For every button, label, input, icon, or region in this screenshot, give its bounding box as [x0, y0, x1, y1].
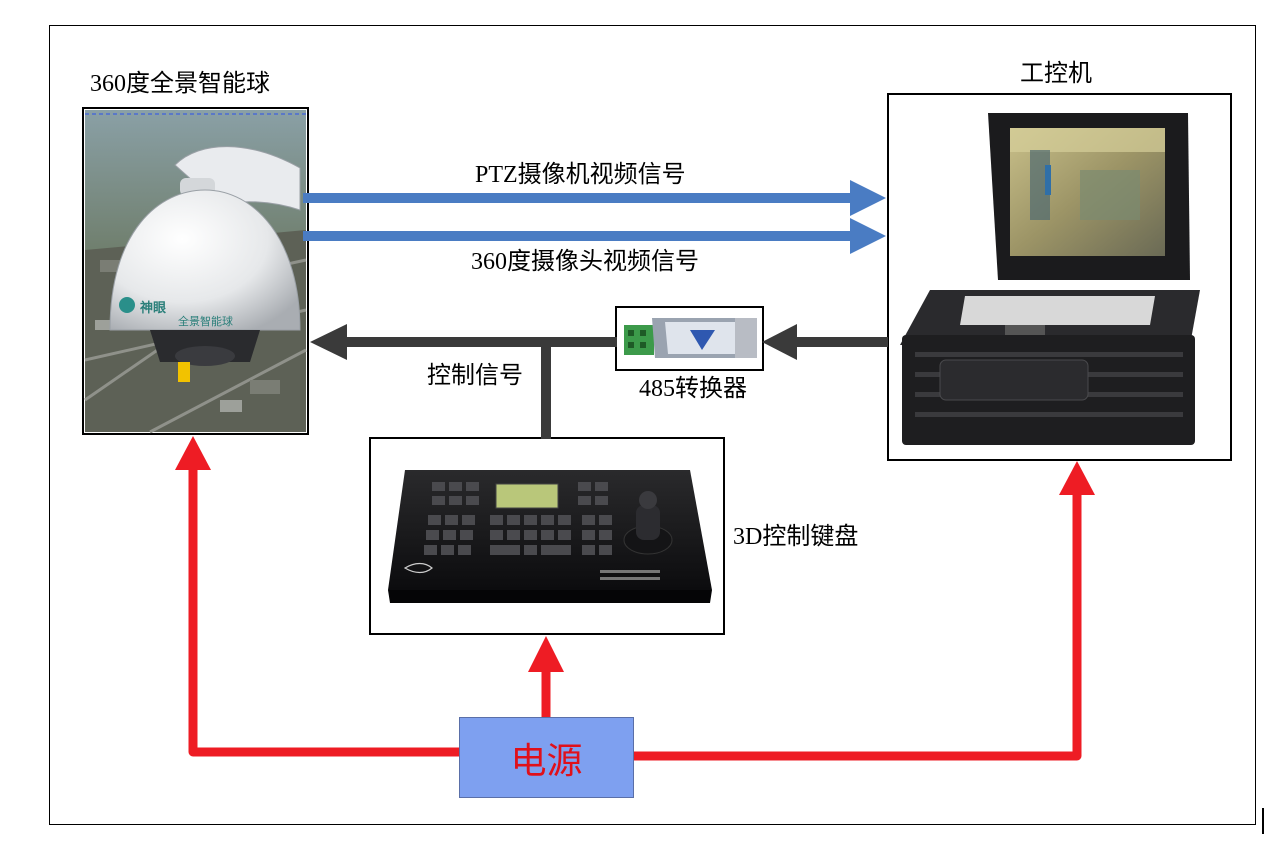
ipc-photo: [900, 113, 1200, 445]
power-to-camera-arrow: [175, 436, 459, 757]
ipc-label: 工控机: [1020, 61, 1092, 87]
power-box: 电源: [459, 717, 634, 798]
ptz-video-arrow: [303, 180, 886, 216]
edge-mark: [1262, 808, 1264, 834]
converter-label: 485转换器: [639, 376, 747, 402]
converter-box: [615, 306, 764, 371]
dome-brand-text: 神眼: [140, 300, 167, 316]
camera-photo: 神眼 全景智能球: [84, 110, 307, 434]
pano-video-arrow: [303, 218, 886, 254]
control-signal-line: [310, 324, 888, 439]
control-signal-label: 控制信号: [427, 363, 523, 389]
diagram-frame: [49, 25, 1256, 825]
ptz-signal-label: PTZ摄像机视频信号: [475, 162, 686, 188]
power-to-ipc-arrow: [634, 461, 1095, 761]
converter-photo: [624, 318, 757, 358]
keyboard-label: 3D控制键盘: [733, 524, 859, 550]
pano-signal-label: 360度摄像头视频信号: [471, 249, 699, 275]
keyboard-photo: [388, 470, 712, 603]
power-to-keyboard-arrow: [528, 636, 564, 717]
dome-tag-text: 全景智能球: [178, 314, 233, 328]
keyboard-box: [369, 437, 725, 635]
ipc-box: [887, 93, 1232, 461]
power-label: 电源: [510, 740, 583, 781]
camera-label: 360度全景智能球: [90, 71, 270, 97]
camera-box: 神眼 全景智能球: [82, 107, 309, 435]
